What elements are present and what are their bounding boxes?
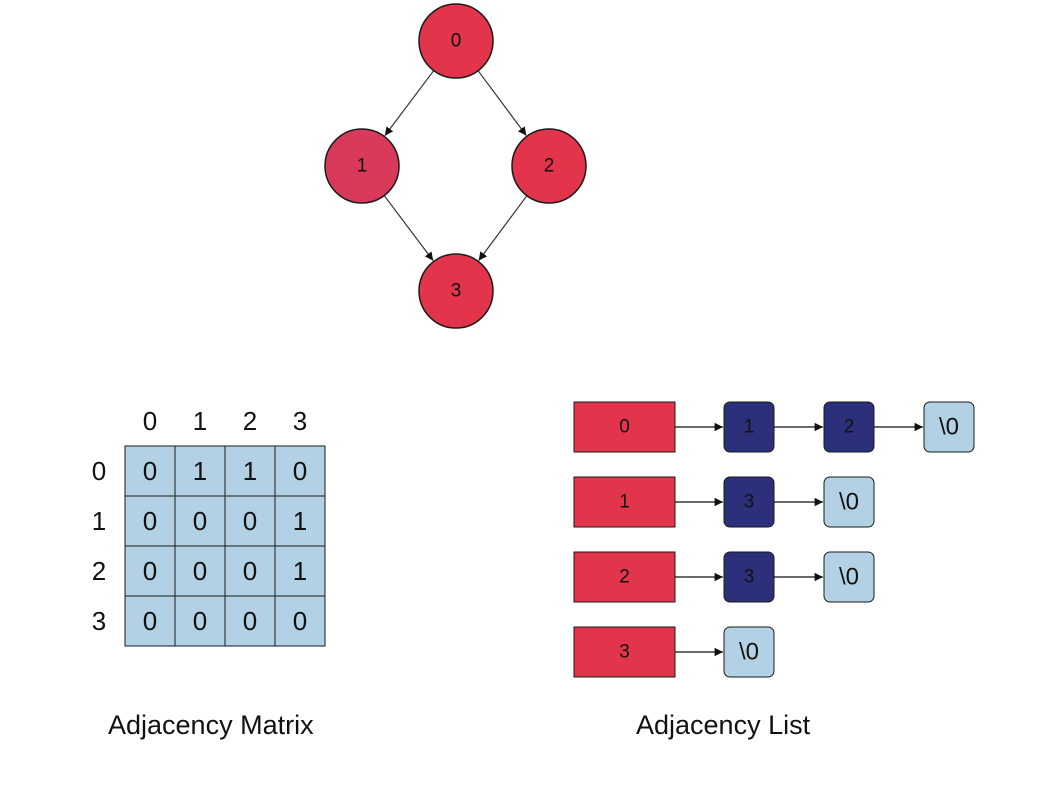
graph-node-3	[418, 253, 494, 329]
list-node-label: 2	[844, 417, 855, 438]
list-caption: Adjacency List	[636, 710, 811, 740]
matrix-row-header: 1	[92, 506, 106, 536]
graph-node-1	[324, 128, 400, 204]
matrix-cell-value: 0	[193, 556, 207, 586]
matrix-cell-value: 1	[293, 556, 307, 586]
matrix-col-header: 2	[243, 406, 257, 436]
list-null-node	[823, 551, 875, 603]
matrix-cell	[274, 545, 326, 597]
graph: 0 1 2 3	[324, 3, 587, 329]
matrix-col-header: 3	[293, 406, 307, 436]
matrix-cell-value: 1	[243, 456, 257, 486]
adjacency-list: 0 1 2 \0 1 3 \0 2 3 \0 3 \0	[573, 401, 975, 678]
matrix-cell	[124, 545, 176, 597]
matrix-cell	[274, 445, 326, 497]
matrix-row-header: 3	[92, 606, 106, 636]
matrix-cell-value: 0	[143, 456, 157, 486]
list-head-3	[573, 626, 676, 678]
list-head-1	[573, 476, 676, 528]
matrix-cell-value: 0	[143, 606, 157, 636]
list-head-0	[573, 401, 676, 453]
matrix-cell	[124, 595, 176, 647]
matrix-cell-value: 0	[243, 606, 257, 636]
edge-0-1	[384, 70, 435, 136]
graph-node-label: 2	[544, 156, 555, 177]
graph-node-label: 0	[451, 31, 462, 52]
matrix-row-header: 2	[92, 556, 106, 586]
list-null-label: \0	[839, 564, 859, 591]
list-head-label: 0	[619, 417, 630, 438]
list-null-label: \0	[839, 489, 859, 516]
list-node-label: 3	[744, 492, 755, 513]
matrix-cell	[224, 595, 276, 647]
graph-node-2	[511, 128, 587, 204]
matrix-cell-value: 0	[143, 556, 157, 586]
list-node-label: 1	[744, 417, 755, 438]
matrix-cell	[174, 445, 226, 497]
matrix-caption: Adjacency Matrix	[108, 710, 314, 740]
graph-node-0	[418, 3, 494, 79]
matrix-row-header: 0	[92, 456, 106, 486]
list-head-label: 1	[619, 492, 630, 513]
edge-2-3	[478, 195, 528, 261]
matrix-col-header: 0	[143, 406, 157, 436]
matrix-cell-value: 0	[293, 606, 307, 636]
matrix-cell-value: 0	[143, 506, 157, 536]
list-null-node	[923, 401, 975, 453]
matrix-cell	[174, 545, 226, 597]
matrix-col-header: 1	[193, 406, 207, 436]
matrix-cell-value: 0	[193, 606, 207, 636]
list-null-label: \0	[939, 414, 959, 441]
list-null-node	[823, 476, 875, 528]
list-head-label: 2	[619, 567, 630, 588]
edge-0-2	[477, 70, 527, 136]
matrix-cell	[174, 595, 226, 647]
list-head-label: 3	[619, 642, 630, 663]
matrix-cell	[224, 495, 276, 547]
adjacency-matrix: 0 1 2 3 0 1 2 3 0 1 1 0 0 0 0 1 0 0 0 1 0 0 0 0	[92, 406, 326, 647]
edge-1-3	[383, 195, 434, 261]
matrix-cell-value: 0	[243, 556, 257, 586]
matrix-cell	[274, 495, 326, 547]
list-node-label: 3	[744, 567, 755, 588]
graph-node-label: 1	[357, 156, 368, 177]
matrix-cell	[224, 545, 276, 597]
matrix-cell-value: 1	[293, 506, 307, 536]
matrix-cell-value: 0	[243, 506, 257, 536]
matrix-cell	[124, 445, 176, 497]
matrix-cell-value: 0	[193, 506, 207, 536]
list-null-node	[723, 626, 775, 678]
matrix-cell-value: 1	[193, 456, 207, 486]
matrix-cell	[274, 595, 326, 647]
matrix-cell-value: 0	[293, 456, 307, 486]
list-null-label: \0	[739, 639, 759, 666]
graph-node-label: 3	[451, 281, 462, 302]
